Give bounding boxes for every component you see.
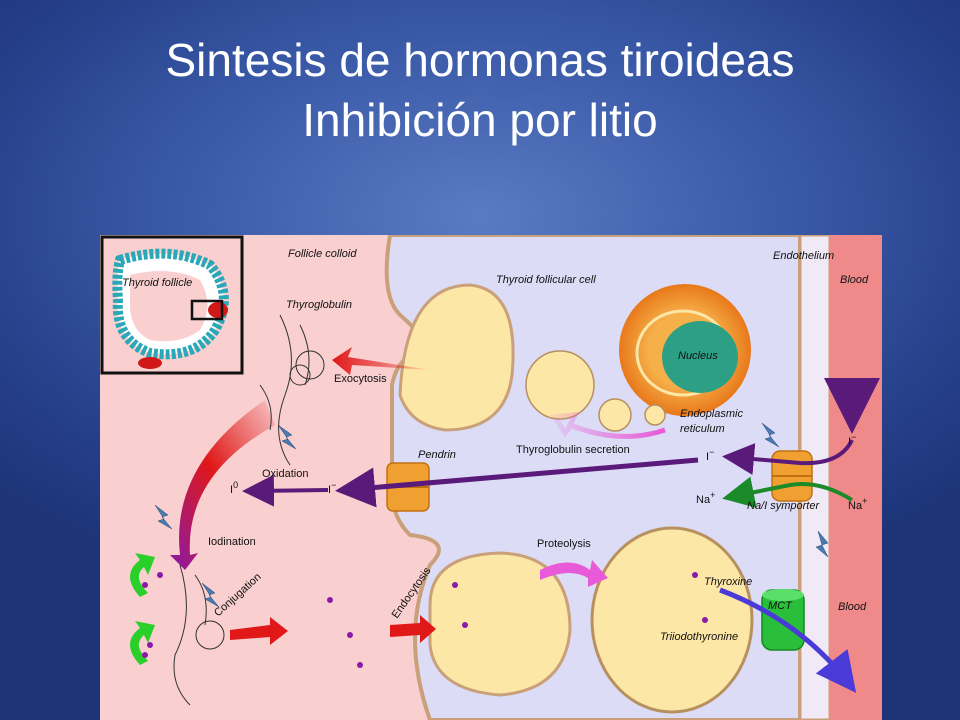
conjugated-arrow	[390, 615, 436, 643]
sodium-cell-ion: Na+	[696, 490, 715, 506]
iodide-colloid-ion: I−	[328, 480, 336, 496]
green-curved-arrow-icon	[130, 553, 155, 597]
nucleus-complex: Nucleus	[619, 284, 751, 416]
thyroid-hormone-synthesis-diagram: Thyroid follicle Nucleus	[100, 235, 882, 720]
exocytosis-vesicle	[398, 283, 515, 432]
title-line-1: Sintesis de hormonas tiroideas	[165, 34, 795, 86]
secretory-vesicles	[525, 350, 666, 432]
endoplasmic-label-1: Endoplasmic	[680, 408, 743, 420]
iodine-dots	[142, 572, 708, 668]
sodium-arrow	[722, 476, 854, 508]
oxidation-label: Oxidation	[262, 468, 308, 480]
na-i-symporter	[771, 450, 813, 502]
iodide-cell-ion: I−	[706, 447, 714, 463]
lithium-bolt-icon	[201, 582, 220, 608]
sodium-blood-ion: Na+	[848, 496, 867, 512]
lithium-bolt-icon	[815, 530, 829, 558]
proteolysis-label: Proteolysis	[537, 538, 591, 550]
endoplasmic-label-2: reticulum	[680, 423, 725, 435]
mct-label: MCT	[768, 600, 793, 612]
exocytosis-arrow	[332, 347, 430, 375]
blood-region	[830, 235, 882, 720]
secretion-arrow	[550, 412, 666, 439]
iodide-uptake-arrow	[722, 439, 854, 475]
blood-label-top: Blood	[840, 274, 869, 286]
lithium-bolt-icon	[761, 422, 780, 448]
iodide-blood-ion: I−	[848, 432, 856, 448]
endocytosis-vesicle	[428, 551, 572, 697]
follicle-colloid-label: Follicle colloid	[288, 248, 357, 260]
proteolysis-arrow	[540, 560, 608, 587]
iodine-arrow	[242, 474, 329, 507]
thyroid-follicle-label: Thyroid follicle	[122, 277, 192, 289]
endothelium-label: Endothelium	[773, 250, 834, 262]
oxidation-arrow	[170, 400, 275, 570]
thyroglobulin-label: Thyroglobulin	[286, 299, 352, 311]
green-curved-arrow-icon	[130, 621, 155, 665]
thyroid-follicle-inset: Thyroid follicle	[100, 235, 244, 375]
na-i-symporter-label: Na/I symporter	[747, 500, 820, 512]
lithium-bolt-icon	[277, 424, 297, 450]
iodine-ion: I0	[230, 480, 238, 496]
lithium-bolt-icon	[154, 504, 173, 530]
thyroglobulin-molecule	[259, 314, 325, 466]
iodination-label: Iodination	[208, 536, 256, 548]
exocytosis-label: Exocytosis	[334, 373, 387, 385]
conjugation-arrow	[230, 617, 288, 645]
pendrin-label: Pendrin	[418, 449, 456, 461]
thyroglobulin-secretion-label: Thyroglobulin secretion	[516, 444, 630, 456]
iodinated-thyroglobulin	[173, 564, 225, 706]
blood-label-bottom: Blood	[838, 601, 867, 613]
nucleus-label: Nucleus	[678, 350, 718, 362]
lysosome	[590, 526, 754, 714]
thyroid-follicular-cell-label: Thyroid follicular cell	[496, 274, 596, 286]
thyroxine-label: Thyroxine	[704, 576, 752, 588]
title-line-2: Inhibición por litio	[302, 94, 658, 146]
mct-arrow	[719, 587, 857, 693]
iodide-efflux-arrow	[335, 457, 699, 508]
triiodothyronine-label: Triiodothyronine	[660, 631, 738, 643]
slide-title: Sintesis de hormonas tiroideas Inhibició…	[0, 30, 960, 150]
